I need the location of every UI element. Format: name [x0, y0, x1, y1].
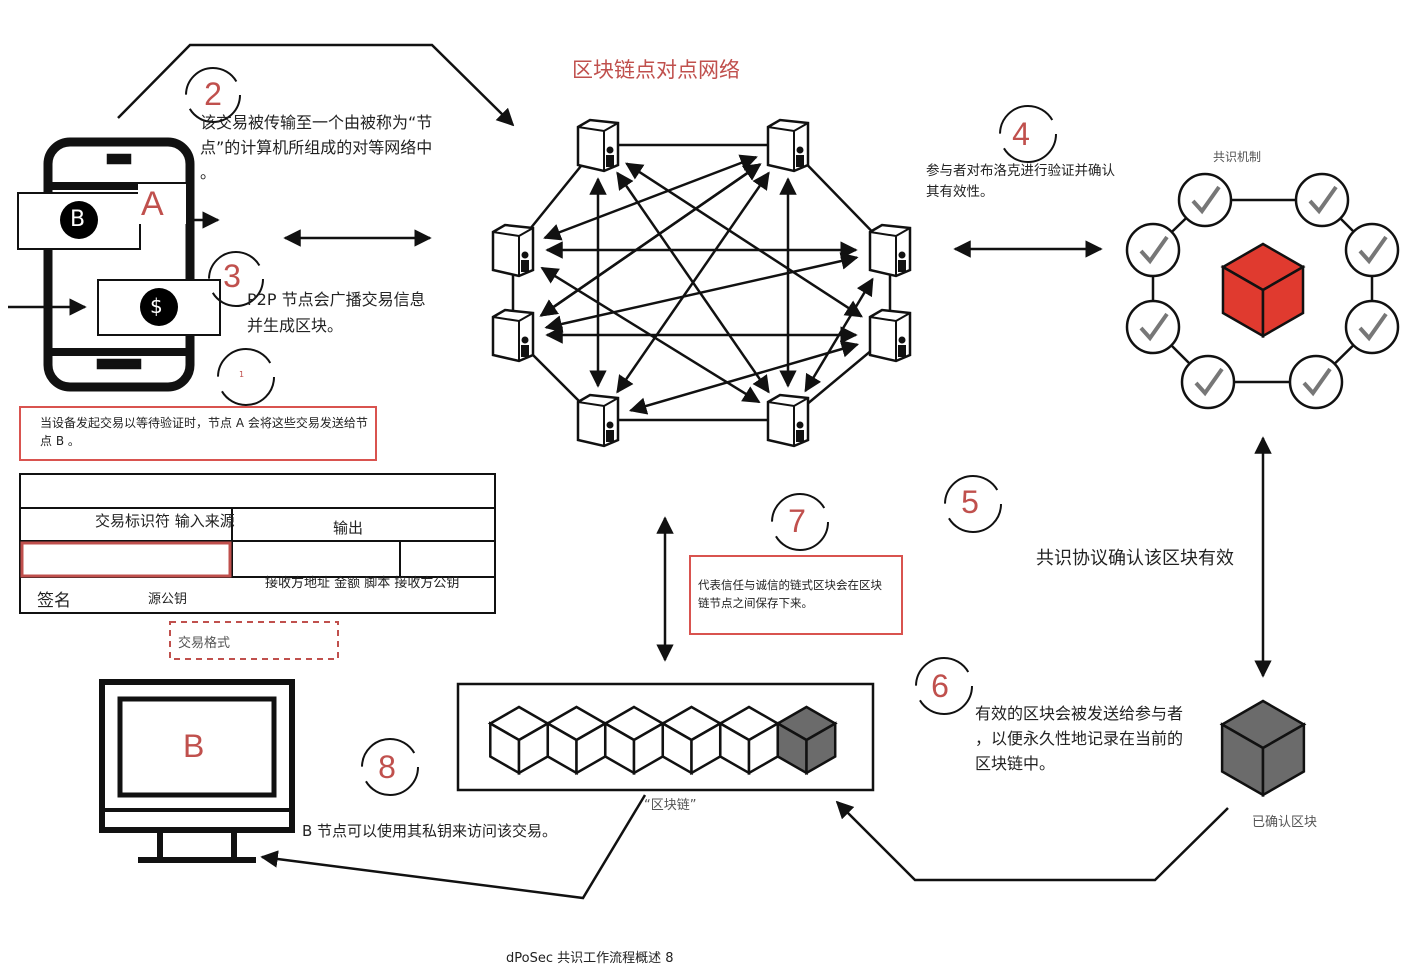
validator-check-icon: [1344, 222, 1400, 278]
step-1-text-2: 点 B 。: [40, 434, 80, 448]
validator-check-icon: [1288, 354, 1344, 410]
table-header-input: 交易标识符 输入来源: [95, 512, 235, 530]
step-5-text: 共识协议确认该区块有效: [1036, 548, 1234, 569]
step-3-number: 3: [223, 258, 241, 294]
chain-block: [602, 705, 666, 776]
step-number-circle: [999, 105, 1057, 163]
node-server-icon: [491, 223, 535, 278]
table-signature: 签名: [37, 591, 71, 611]
monitor-label: B: [183, 728, 205, 764]
step-number-circle: [915, 657, 973, 715]
network-title: 区块链点对点网络: [572, 58, 740, 82]
chain-block: [545, 705, 608, 776]
confirmed-block-icon: [1219, 699, 1307, 798]
chain-block-confirmed: [775, 705, 838, 776]
step1-box: [19, 406, 377, 461]
consensus-label: 共识机制: [1213, 150, 1262, 164]
step-8-number: 8: [378, 749, 396, 785]
node-server-icon: [766, 393, 810, 448]
table-output-fields: 接收方地址 金额 脚本 接收方公钥: [265, 576, 460, 591]
chain-block: [717, 705, 781, 776]
transaction-table: [19, 473, 496, 614]
blockchain-label: “区块链”: [644, 798, 697, 813]
node-server-icon: [868, 308, 912, 363]
step-number-circle: [208, 251, 264, 307]
validator-check-icon: [1125, 222, 1181, 278]
network-arrow: [539, 163, 762, 317]
consensus-block-icon: [1220, 242, 1306, 339]
phone-icon: [43, 137, 195, 392]
step-number-circle: [185, 67, 241, 123]
step-6-number: 6: [931, 668, 949, 704]
step-6-text-1: 有效的区块会被发送给参与者: [975, 704, 1184, 723]
step-3-text-2: 并生成区块。: [247, 316, 344, 335]
confirmed-block-label: 已确认区块: [1252, 815, 1318, 830]
flow-arrow-6: [835, 800, 1229, 882]
table-source-key: 源公钥: [148, 592, 188, 607]
step-number-circle: [771, 493, 829, 551]
step-1-text-1: 当设备发起交易以等待验证时，节点 A 会将这些交易发送给节: [40, 416, 368, 430]
node-server-icon: [576, 118, 620, 173]
step-2-number: 2: [204, 76, 222, 112]
validator-check-icon: [1177, 172, 1233, 228]
dollar-label: $: [150, 294, 163, 318]
step-3-text-1: P2P 节点会广播交易信息: [247, 290, 426, 309]
step-1-number: 1: [239, 370, 245, 379]
network-arrow: [543, 154, 758, 241]
node-a-label: A: [141, 185, 164, 223]
node-server-icon: [766, 118, 810, 173]
step-4-number: 4: [1012, 116, 1030, 152]
step-number-circle: [361, 738, 419, 796]
step-7-text-2: 链节点之间保存下来。: [698, 596, 813, 610]
blockchain-box: [456, 682, 875, 792]
node-server-icon: [868, 223, 912, 278]
flow-arrow-2: [117, 43, 515, 127]
step-4-text-2: 其有效性。: [926, 184, 994, 200]
chain-block: [660, 705, 723, 776]
step-number-circle: [944, 475, 1002, 533]
step-5-number: 5: [961, 484, 979, 520]
step-8-text: B 节点可以使用其私钥来访问该交易。: [302, 822, 558, 840]
validator-check-icon: [1294, 172, 1350, 228]
validator-check-icon: [1180, 354, 1236, 410]
step-2-text-3: 。: [200, 163, 217, 182]
tx-format-caption: 交易格式: [178, 636, 231, 651]
chain-block: [487, 705, 551, 776]
step-number-circle: [217, 348, 275, 406]
step-6-text-2: ，以便永久性地记录在当前的: [975, 729, 1184, 748]
step7-box: [689, 555, 903, 635]
network-arrow: [625, 162, 863, 318]
dollar-coin-icon: [140, 288, 178, 326]
monitor-icon: [99, 679, 295, 863]
step-7-number: 7: [788, 503, 806, 539]
node-server-icon: [576, 393, 620, 448]
figure-caption: dPoSec 共识工作流程概述 8: [506, 951, 674, 966]
tx-format-box: [169, 621, 339, 660]
flow-arrow-8: [260, 794, 647, 900]
step-2-text-2: 点”的计算机所组成的对等网络中: [200, 138, 433, 157]
step-4-text-1: 参与者对布洛克进行验证并确认: [926, 163, 1115, 179]
node-server-icon: [491, 308, 535, 363]
validator-check-icon: [1344, 299, 1400, 355]
step-2-text-1: 该交易被传输至一个由被称为“节: [200, 113, 433, 132]
b-coin-label: B: [70, 207, 86, 232]
table-header-output: 输出: [333, 519, 364, 537]
validator-check-icon: [1125, 299, 1181, 355]
b-coin-icon: [60, 201, 98, 239]
step-7-text-1: 代表信任与诚信的链式区块会在区块: [698, 578, 882, 592]
network-arrow: [544, 252, 859, 333]
step-6-text-3: 区块链中。: [975, 754, 1056, 773]
